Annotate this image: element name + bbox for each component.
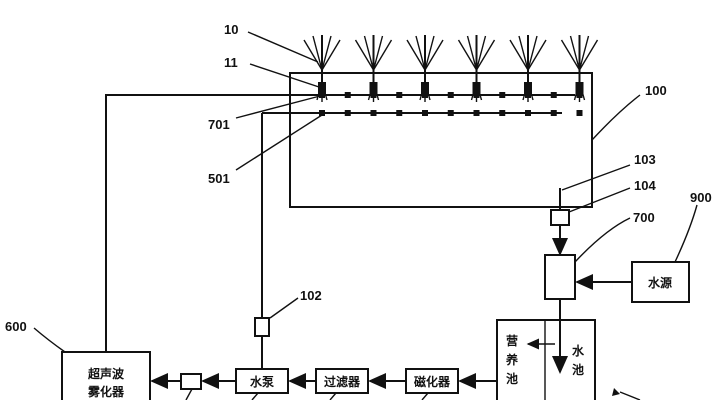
small-valve [180,373,202,390]
leader-103 [561,164,631,191]
mixer-700 [544,254,576,300]
leader-pump-bottom [251,392,259,400]
lower-pipe-nodes [319,110,583,116]
lower-node [422,110,428,116]
ref-501: 501 [208,171,230,186]
sprayer-5 [509,35,547,102]
ref-701: 701 [208,117,230,132]
lower-node [370,110,377,116]
leader-501 [235,114,323,171]
leader-900 [674,204,698,263]
lower-node [319,110,325,116]
ref-104: 104 [634,178,656,193]
lower-node [576,110,583,116]
pump-label: 水泵 [250,374,274,389]
pool-leader-arrowhead [612,388,620,396]
leader-10 [247,31,319,63]
pool-left-char-1: 营 [506,333,518,348]
pool-left-char-3: 池 [506,371,518,386]
pool-box [496,319,596,400]
upper-node [319,92,325,98]
leader-701 [235,95,321,119]
sprayer-array [303,35,599,102]
lower-node [344,110,351,116]
water-source-box [631,261,690,303]
lower-node [550,110,557,116]
filter-label: 过滤器 [324,374,361,389]
ref-700: 700 [633,210,655,225]
leader-104 [568,187,631,213]
ref-600: 600 [5,319,27,334]
valve-104 [550,209,570,226]
upper-node [396,92,403,98]
upper-node [344,92,351,98]
sprayer-4 [457,35,496,102]
ref-10: 10 [224,22,238,37]
leader-700 [574,217,631,263]
pool-right-char-2: 池 [572,362,584,377]
lower-node [396,110,403,116]
leader-magnetizer-bottom [421,392,429,400]
leader-filter-bottom [329,392,337,400]
ref-100: 100 [645,83,667,98]
ref-103: 103 [634,152,656,167]
upper-node [447,92,454,98]
leader-pool-bottom [619,391,641,400]
upper-pipe-nodes [319,92,583,98]
pool-left-char-2: 养 [505,352,518,367]
lower-node [447,110,454,116]
water-source-label: 水源 [648,275,672,290]
ref-11: 11 [224,55,238,70]
sprayer-2 [354,35,393,102]
atomizer-label-1: 超声波 [87,366,125,381]
upper-node [422,92,428,98]
atomizer-box [61,351,151,400]
leader-valve-bottom [185,388,193,400]
atomizer-supply-pipe [105,94,262,352]
lower-node [473,110,480,116]
atomizer-label-2: 雾化器 [87,384,125,399]
lower-node [525,110,531,116]
magnetizer-label: 磁化器 [413,374,451,389]
upper-node [576,92,583,98]
lower-node [499,110,506,116]
sprayer-1 [303,35,341,102]
sensor-102 [254,317,270,337]
ref-102: 102 [300,288,322,303]
sprayer-3 [406,35,444,102]
leader-600 [33,327,66,353]
upper-node [473,92,480,98]
leader-11 [249,63,323,89]
ref-900: 900 [690,190,712,205]
leader-102 [269,297,299,319]
upper-node [550,92,557,98]
upper-node [525,92,531,98]
upper-node [499,92,506,98]
pool-right-char-1: 水 [572,343,585,358]
sprayer-6 [560,35,599,102]
leader-100 [591,94,641,141]
tank-box [289,72,593,208]
upper-node [370,92,377,98]
